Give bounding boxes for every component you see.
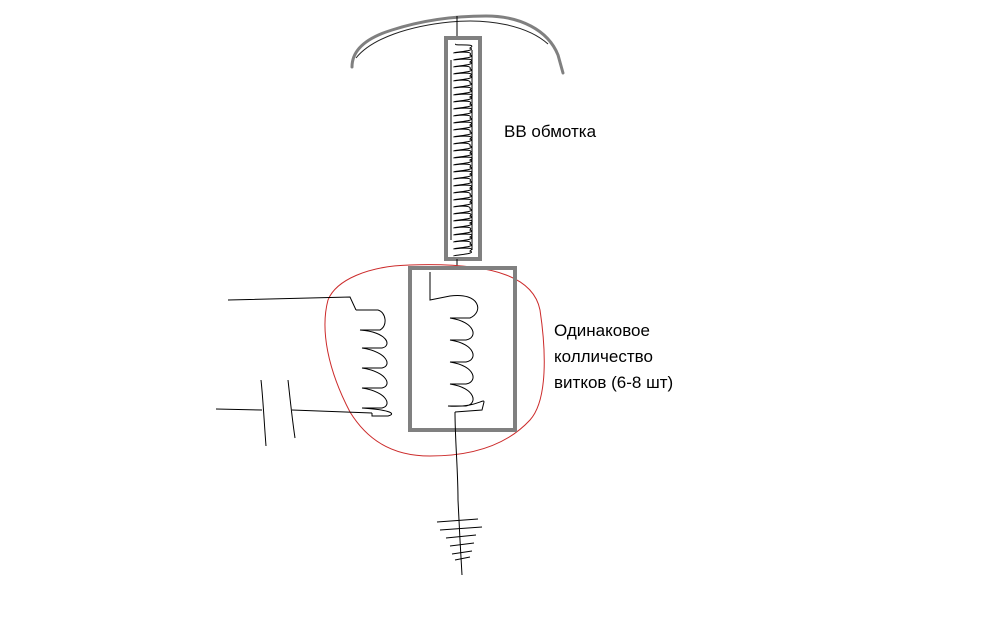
top-load-arc-inner bbox=[355, 20, 549, 59]
top-load-arc bbox=[350, 14, 565, 75]
primary-lead-top bbox=[227, 296, 357, 311]
ground-symbol bbox=[436, 518, 483, 561]
hv-winding-label: ВВ обмотка bbox=[504, 122, 597, 141]
equal-turns-line-1: Одинаковое bbox=[554, 321, 650, 340]
capacitor-plate-right bbox=[287, 379, 296, 439]
equal-turns-line-2: колличество bbox=[554, 347, 653, 366]
hv-winding-coil bbox=[450, 43, 473, 257]
primary-lead-bottom bbox=[215, 408, 373, 414]
equal-turns-note: Одинаковое колличество витков (6-8 шт) bbox=[554, 318, 673, 396]
equal-turns-line-3: витков (6-8 шт) bbox=[554, 373, 674, 392]
equal-turns-highlight bbox=[324, 264, 545, 457]
lower-winding-coil bbox=[429, 272, 485, 413]
ground-wire bbox=[454, 411, 463, 576]
lower-winding-frame bbox=[408, 266, 517, 432]
capacitor-plate-left bbox=[260, 379, 267, 447]
hv-winding-frame bbox=[444, 36, 482, 261]
primary-coil bbox=[356, 309, 393, 417]
